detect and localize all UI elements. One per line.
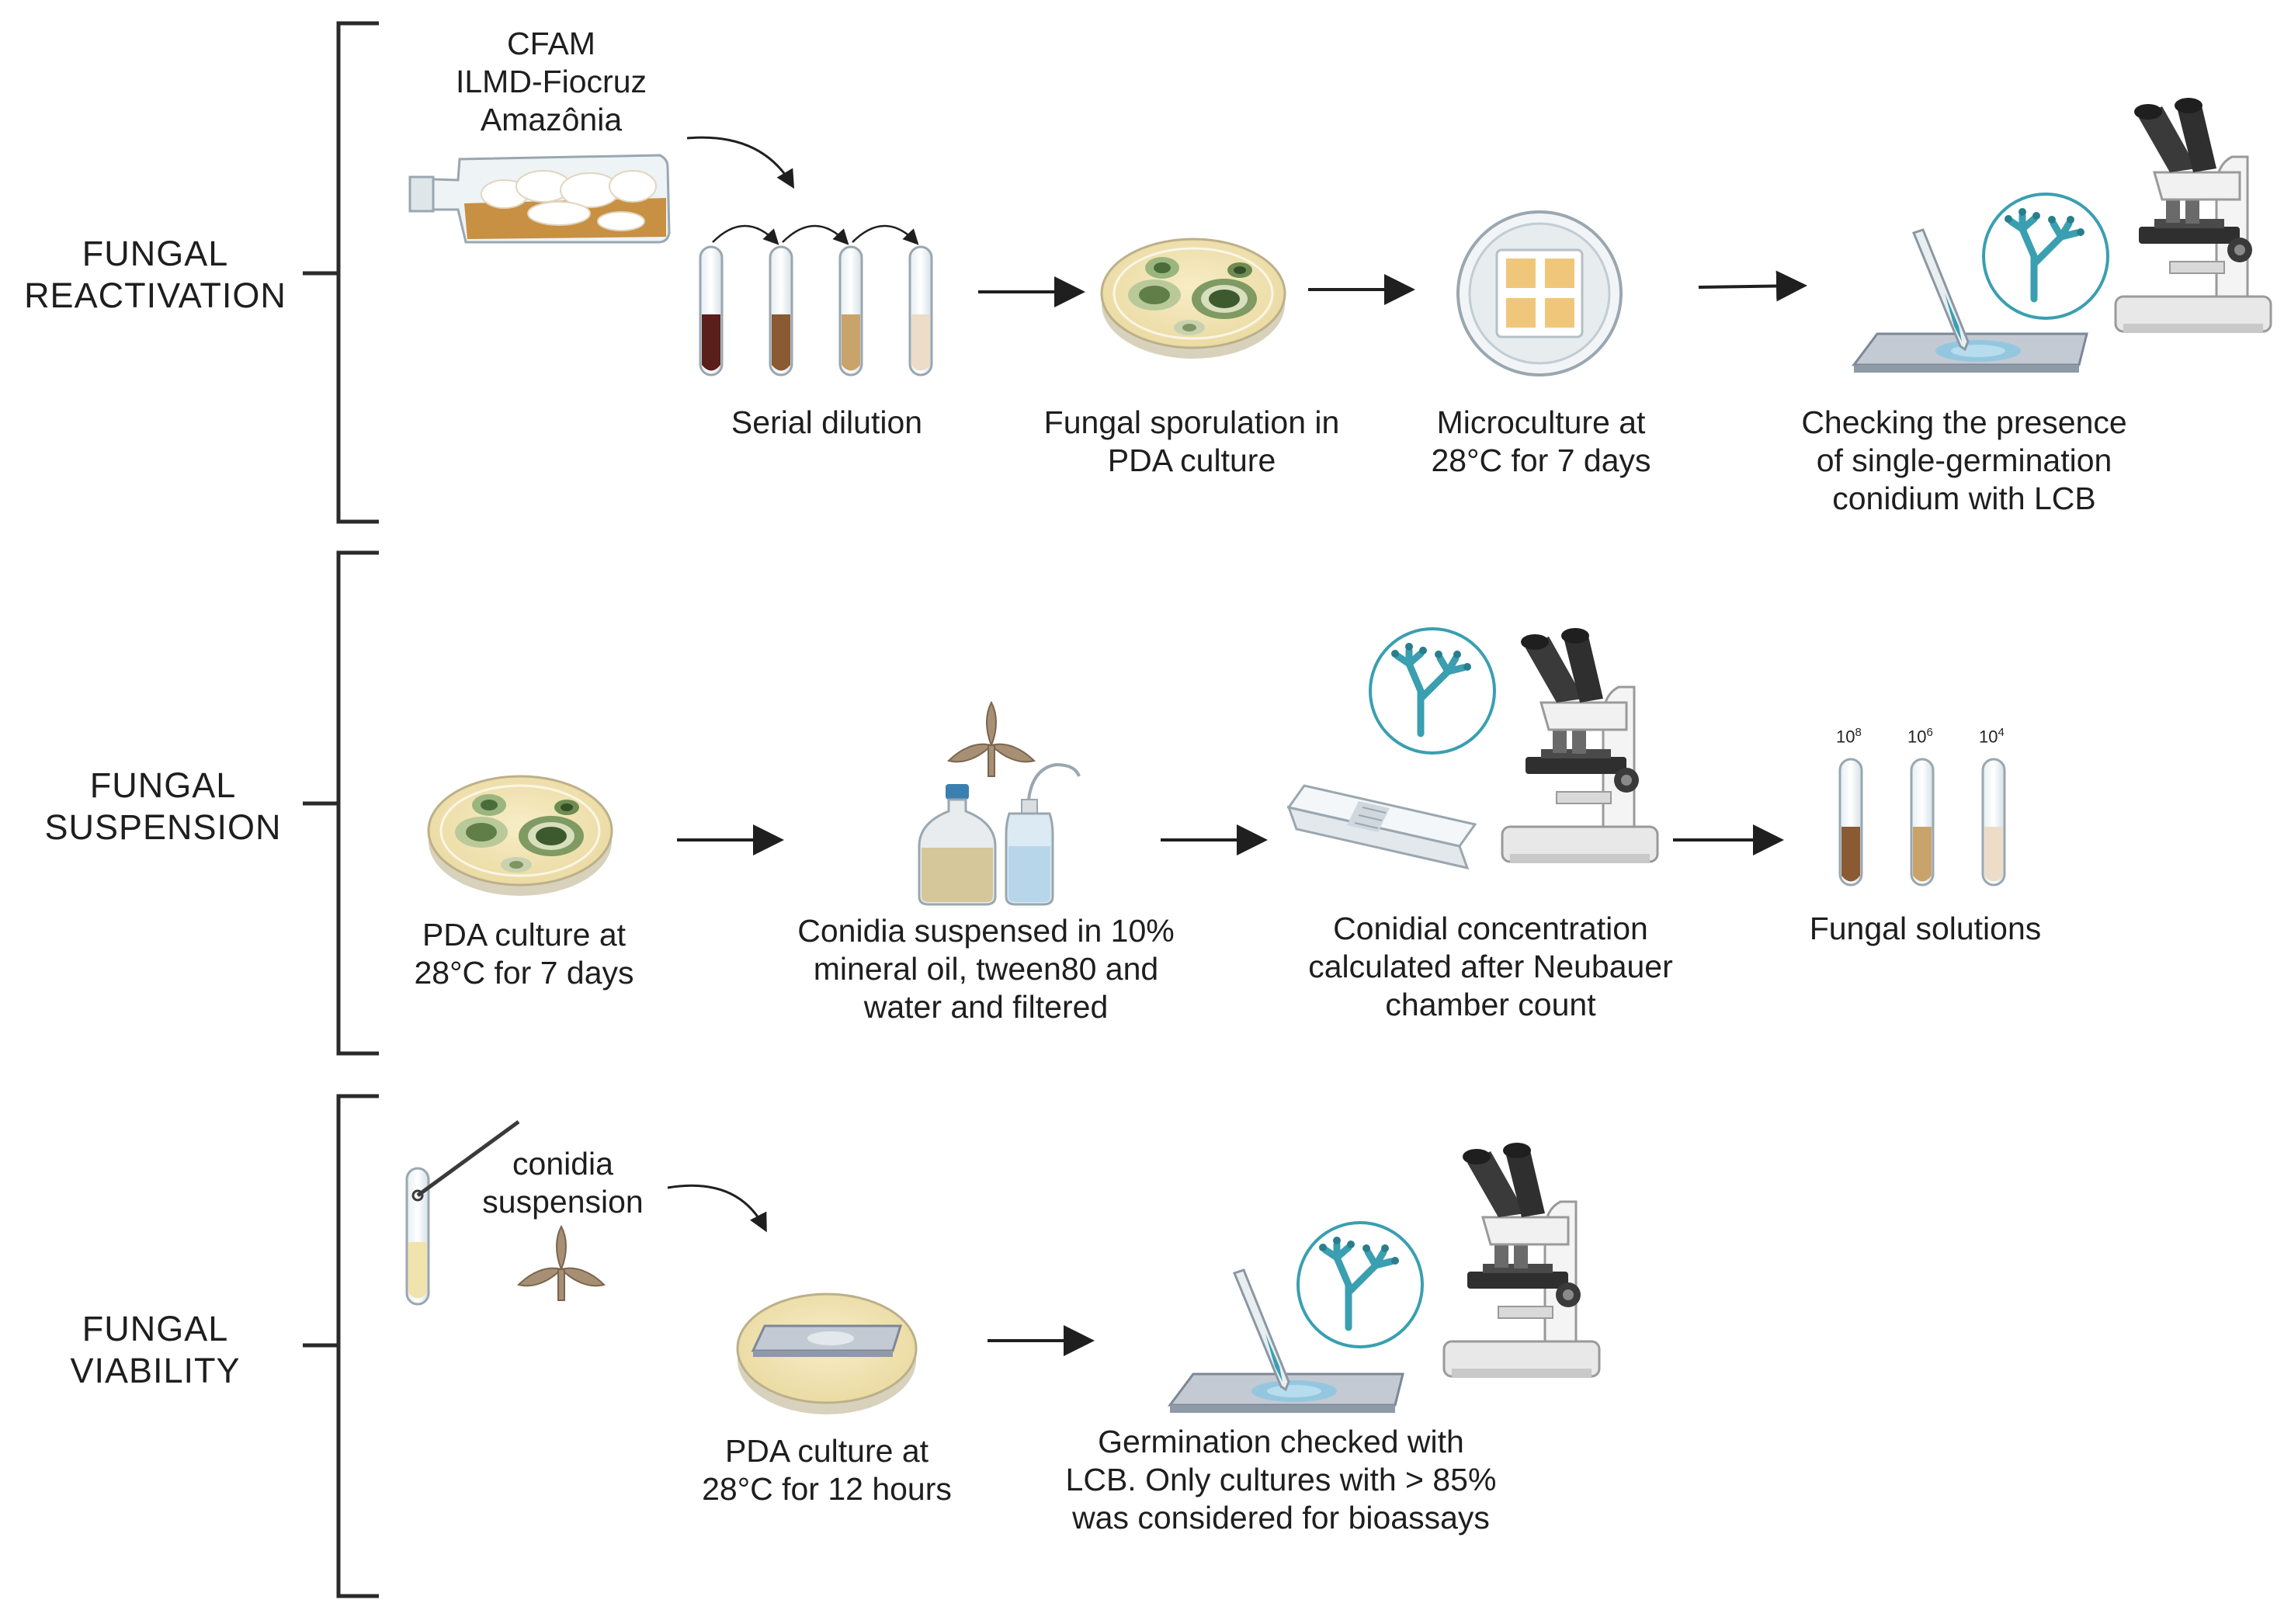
concentration-label: 106 bbox=[1907, 726, 1933, 747]
section-title-suspension: FUNGAL SUSPENSION bbox=[44, 765, 282, 847]
magnifier-hyphae-icon bbox=[1298, 1223, 1422, 1347]
pipette-icon bbox=[1912, 228, 1970, 351]
microculture-plate-icon bbox=[1456, 210, 1623, 377]
arrow-r1-3 bbox=[1698, 270, 1807, 302]
step-germination-checked: Germination checked with LCB. Only cultu… bbox=[1065, 1424, 1497, 1536]
conidium-icon bbox=[518, 1226, 605, 1301]
microscope-slide-icon bbox=[1852, 332, 2088, 374]
fungal-solution-tubes bbox=[1838, 758, 2006, 887]
pipette-icon bbox=[1233, 1268, 1290, 1391]
step-fungal-sporulation: Fungal sporulation in PDA culture bbox=[1043, 404, 1340, 478]
serial-dilution-tubes bbox=[699, 224, 933, 377]
petri-dish-icon bbox=[427, 775, 613, 897]
test-tube-icon bbox=[1838, 758, 1863, 887]
step-conidia-suspensed: Conidia suspensed in 10% mineral oil, tw… bbox=[797, 913, 1175, 1025]
section-title-reactivation: FUNGAL REACTIVATION bbox=[24, 234, 286, 315]
culture-flask-icon bbox=[408, 154, 671, 244]
petri-dish-icon bbox=[1100, 238, 1286, 360]
microscope-icon bbox=[1442, 1141, 1601, 1379]
medium-bottle-icon bbox=[918, 784, 997, 906]
test-tube-icon bbox=[1981, 758, 2006, 887]
concentration-label: 108 bbox=[1836, 726, 1862, 747]
flask-to-tubes-arrow bbox=[686, 136, 795, 189]
test-tube-icon bbox=[1910, 758, 1935, 887]
microscope-icon bbox=[1501, 626, 1659, 865]
step-conidial-concentration: Conidial concentration calculated after … bbox=[1308, 911, 1673, 1022]
test-tube-icon bbox=[699, 245, 724, 377]
test-tube-icon bbox=[838, 245, 863, 377]
step-fungal-solutions: Fungal solutions bbox=[1809, 911, 2042, 946]
test-tube-icon bbox=[769, 245, 793, 377]
test-tube-icon bbox=[908, 245, 933, 377]
step-checking-presence: Checking the presence of single-germinat… bbox=[1801, 404, 2127, 516]
concentration-label: 104 bbox=[1979, 726, 2005, 747]
microscope-icon bbox=[2114, 96, 2272, 335]
step-pda-culture-7d: PDA culture at 28°C for 7 days bbox=[414, 917, 634, 991]
neubauer-chamber-icon bbox=[1286, 784, 1477, 870]
conidia-to-plate-arrow bbox=[667, 1184, 767, 1233]
swab-tube-icon bbox=[405, 1119, 520, 1306]
source-label: CFAM ILMD-Fiocruz Amazônia bbox=[455, 26, 647, 137]
magnifier-hyphae-icon bbox=[1984, 194, 2108, 318]
section-brackets bbox=[303, 21, 379, 1598]
magnifier-hyphae-icon bbox=[1370, 629, 1494, 753]
petri-slide-culture-icon bbox=[736, 1293, 918, 1414]
conidia-suspension-label: conidia suspension bbox=[482, 1146, 644, 1220]
section-title-viability: FUNGAL VIABILITY bbox=[70, 1309, 241, 1390]
step-pda-culture-12h: PDA culture at 28°C for 12 hours bbox=[702, 1433, 952, 1507]
conidium-icon bbox=[948, 702, 1035, 777]
step-serial-dilution: Serial dilution bbox=[731, 404, 923, 440]
step-microculture: Microculture at 28°C for 7 days bbox=[1431, 404, 1651, 478]
wash-bottle-icon bbox=[1005, 762, 1081, 906]
